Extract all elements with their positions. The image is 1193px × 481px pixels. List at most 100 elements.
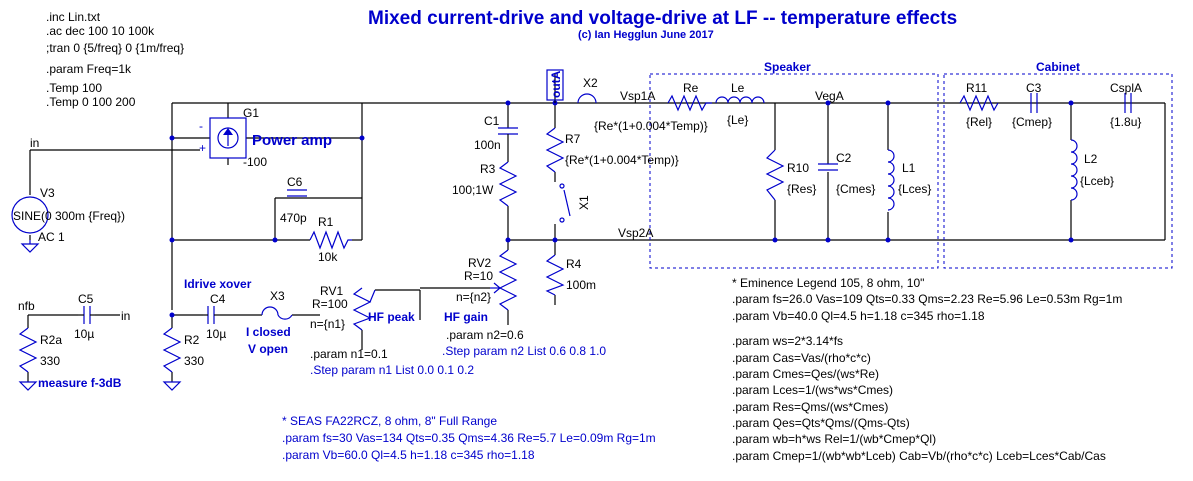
measure-label: measure f-3dB: [38, 376, 122, 390]
formula-ws: .param ws=2*3.14*fs: [732, 334, 843, 348]
net-cspla: CsplA: [1110, 81, 1142, 95]
cspl-value: {1.8u}: [1110, 115, 1141, 129]
x2-value: {Re*(1+0.004*Temp)}: [594, 119, 708, 133]
c1-label: C1: [484, 114, 500, 128]
g1-value: -100: [243, 155, 267, 169]
wires: [27, 102, 1166, 382]
cabinet-box: [943, 73, 1173, 269]
v3-ac: AC 1: [38, 230, 65, 244]
l2-value: {Lceb}: [1080, 174, 1114, 188]
r1-resistor: [309, 230, 352, 250]
r4-label: R4: [566, 257, 582, 271]
speaker-label: Speaker: [764, 60, 811, 74]
schematic-subtitle: (c) Ian Hegglun June 2017: [578, 29, 714, 41]
formula-wb: .param wb=h*ws Rel=1/(wb*Cmep*Ql): [732, 432, 936, 446]
r11-value: {Rel}: [966, 115, 992, 129]
param-n1: .param n1=0.1: [310, 347, 388, 361]
svg-text:-: -: [199, 119, 203, 133]
r3-label: R3: [480, 162, 496, 176]
cabinet-label: Cabinet: [1036, 60, 1080, 74]
r11-label: R11: [966, 81, 987, 95]
c3-label: C3: [1026, 81, 1042, 95]
c3-value: {Cmep}: [1012, 115, 1052, 129]
x3-switch: [261, 306, 293, 320]
c1-capacitor: [498, 127, 518, 140]
formula-cmep: .param Cmep=1/(wb*wb*Lceb) Cab=Vb/(rho*c…: [732, 449, 1106, 463]
hf-peak-label: HF peak: [368, 310, 415, 324]
rv1-n: n={n1}: [310, 317, 345, 331]
c1-value: 100n: [474, 138, 501, 152]
r2-resistor: [162, 327, 182, 373]
x1-switch: [559, 183, 571, 223]
r3-value: 100;1W: [452, 183, 494, 197]
r1-value: 10k: [318, 250, 338, 264]
hf-gain-label: HF gain: [444, 310, 488, 324]
power-amp-label: Power amp: [252, 132, 332, 149]
re-resistor: [667, 94, 712, 112]
r3-resistor: [498, 161, 518, 207]
g1-current-source: - +: [199, 117, 247, 159]
outA-port: [546, 69, 564, 103]
rv1-label: RV1: [320, 284, 343, 298]
net-outA: outA: [549, 70, 563, 98]
r2a-label: R2a: [40, 333, 62, 347]
c2-value: {Cmes}: [836, 182, 875, 196]
c2-capacitor: [818, 163, 838, 171]
l1-value: {Lces}: [898, 182, 931, 196]
rv2-potentiometer: [498, 249, 518, 311]
i-closed-label: I closed: [246, 325, 291, 339]
directive-tran: ;tran 0 {5/freq} 0 {1m/freq}: [46, 41, 184, 55]
spice-directives: .inc Lin.txt .ac dec 100 10 100k ;tran 0…: [46, 10, 184, 109]
r11-resistor: [959, 94, 999, 112]
c6-capacitor: [287, 189, 307, 197]
r10-value: {Res}: [787, 182, 816, 196]
ground-r2: [162, 381, 182, 391]
svg-text:+: +: [199, 141, 206, 155]
net-vega: VegA: [815, 89, 844, 103]
r2-label: R2: [184, 333, 200, 347]
r10-label: R10: [787, 161, 809, 175]
g1-label: G1: [243, 106, 259, 120]
formula-lces: .param Lces=1/(ws*ws*Cmes): [732, 383, 893, 397]
c6-value: 470p: [280, 211, 307, 225]
v3-label: V3: [40, 186, 55, 200]
c4-value: 10µ: [206, 327, 226, 341]
c5-value: 10µ: [74, 327, 94, 341]
l2-inductor: [1070, 139, 1078, 201]
v3-sine-text: SINE(0 300m {Freq}): [13, 209, 125, 223]
rv1-r: R=100: [312, 297, 348, 311]
rv1-potentiometer: [352, 287, 372, 331]
net-vsp2a: Vsp2A: [618, 226, 653, 240]
c2-label: C2: [836, 151, 852, 165]
l2-label: L2: [1084, 152, 1098, 166]
directive-ac: .ac dec 100 10 100k: [46, 24, 155, 38]
junction-dots: [169, 100, 1074, 318]
speaker-box: [649, 73, 939, 269]
param-n2: .param n2=0.6: [446, 328, 524, 342]
c5-capacitor: [78, 306, 95, 324]
r7-value: {Re*(1+0.004*Temp)}: [565, 153, 679, 167]
formula-res: .param Res=Qms/(ws*Cmes): [732, 400, 888, 414]
net-in-top: in: [30, 136, 39, 150]
step-n2: .Step param n2 List 0.6 0.8 1.0: [442, 344, 606, 358]
r4-value: 100m: [566, 278, 596, 292]
c6-label: C6: [287, 175, 303, 189]
v-open-label: V open: [248, 342, 288, 356]
c4-capacitor: [203, 306, 220, 324]
rv2-r: R=10: [464, 269, 493, 283]
r7-resistor: [545, 127, 565, 173]
eminence-line-2: .param fs=26.0 Vas=109 Qts=0.33 Qms=2.23…: [732, 292, 1122, 306]
r2a-resistor: [18, 327, 38, 373]
x2-sense-element: [577, 93, 597, 104]
x3-label: X3: [270, 289, 285, 303]
v3-sine-source: [11, 196, 49, 253]
x1-label: X1: [577, 195, 591, 210]
r1-label: R1: [318, 215, 334, 229]
net-in-bottom: in: [121, 309, 130, 323]
formula-cas: .param Cas=Vas/(rho*c*c): [732, 351, 871, 365]
directive-freq: .param Freq=1k: [46, 62, 132, 76]
rv2-n: n={n2}: [456, 290, 491, 304]
ground-r2a: [18, 381, 38, 391]
r4-resistor: [545, 254, 565, 296]
